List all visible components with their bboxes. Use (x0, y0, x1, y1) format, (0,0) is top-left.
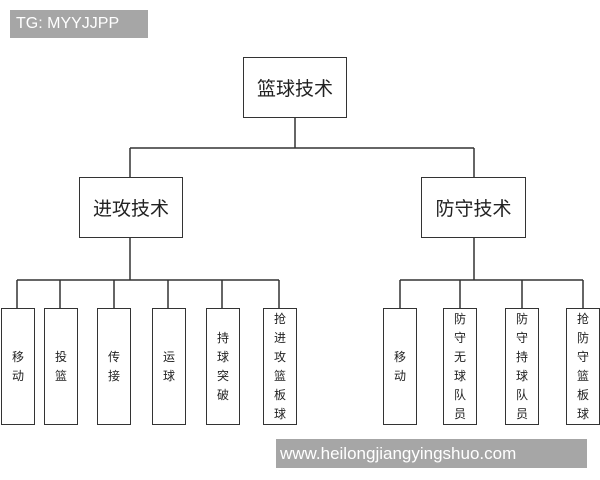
defense-leaf: 防守持球队员 (505, 308, 539, 425)
offense-leaf: 持球突破 (206, 308, 240, 425)
defense-node: 防守技术 (421, 177, 526, 238)
leaf-label: 运球 (162, 349, 175, 383)
leaf-label: 抢防守篮板球 (576, 311, 589, 421)
offense-label: 进攻技术 (92, 198, 169, 220)
offense-leaf: 抢进攻篮板球 (263, 308, 297, 425)
leaf-label: 持球突破 (216, 330, 229, 402)
offense-node: 进攻技术 (79, 177, 183, 238)
defense-leaf: 抢防守篮板球 (566, 308, 600, 425)
watermark-bottom: www.heilongjiangyingshuo.com (276, 439, 587, 468)
leaf-label: 防守无球队员 (453, 311, 466, 421)
offense-leaf: 运球 (152, 308, 186, 425)
watermark-top: TG: MYYJJPP (10, 10, 148, 38)
offense-leaf: 传接 (97, 308, 131, 425)
leaf-label: 传接 (107, 349, 120, 383)
leaf-label: 投篮 (54, 349, 67, 383)
defense-leaf: 防守无球队员 (443, 308, 477, 425)
offense-leaf: 移动 (1, 308, 35, 425)
defense-label: 防守技术 (435, 198, 512, 220)
leaf-label: 抢进攻篮板球 (273, 311, 286, 421)
defense-leaf: 移动 (383, 308, 417, 425)
leaf-label: 防守持球队员 (515, 311, 528, 421)
root-label: 篮球技术 (256, 78, 333, 100)
offense-leaf: 投篮 (44, 308, 78, 425)
leaf-label: 移动 (11, 349, 24, 383)
leaf-label: 移动 (393, 349, 406, 383)
root-node: 篮球技术 (243, 57, 347, 118)
